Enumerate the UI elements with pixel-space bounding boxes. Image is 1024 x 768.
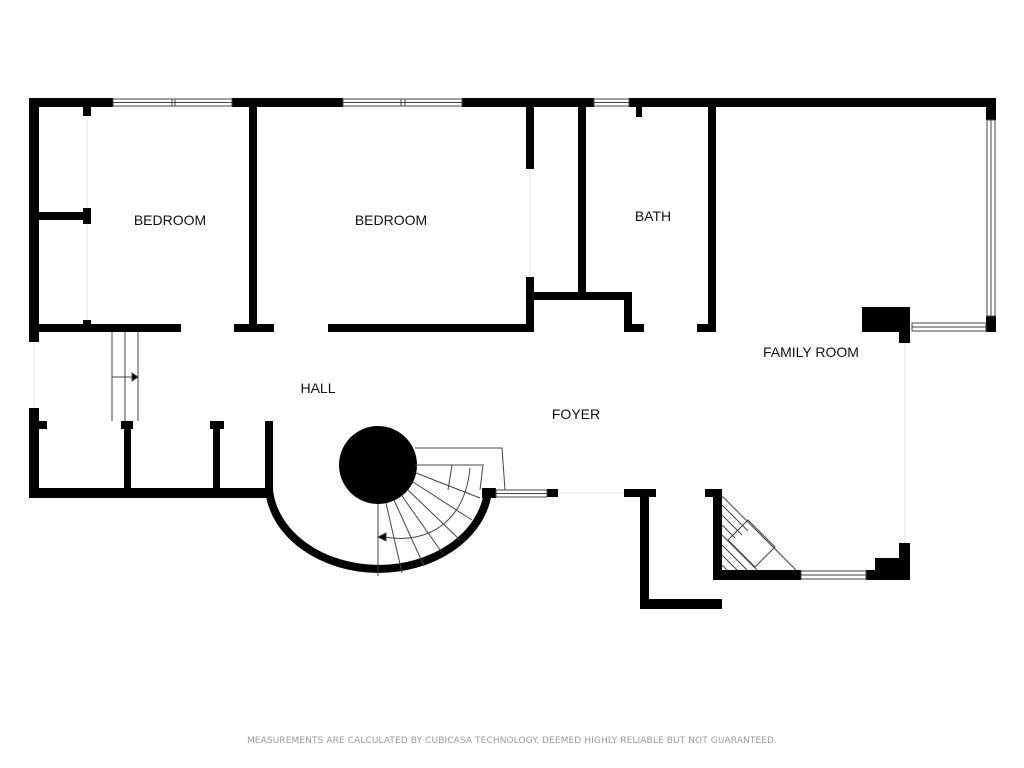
room-label-family-room: FAMILY ROOM — [763, 344, 859, 360]
room-label-hall: HALL — [300, 380, 335, 396]
footer-disclaimer: MEASUREMENTS ARE CALCULATED BY CUBICASA … — [246, 736, 778, 746]
room-labels: BEDROOM BEDROOM BATH FAMILY ROOM HALL FO… — [134, 208, 859, 422]
walls — [29, 98, 996, 609]
curved-stair-wall — [265, 489, 492, 573]
room-label-bedroom-2: BEDROOM — [355, 212, 427, 228]
corner-stair — [721, 495, 797, 571]
room-label-foyer: FOYER — [552, 406, 600, 422]
openings — [33, 116, 906, 543]
room-label-bath: BATH — [635, 208, 671, 224]
spiral-stair — [376, 447, 506, 576]
room-label-bedroom-1: BEDROOM — [134, 212, 206, 228]
straight-stair — [111, 332, 139, 421]
windows — [112, 98, 996, 580]
